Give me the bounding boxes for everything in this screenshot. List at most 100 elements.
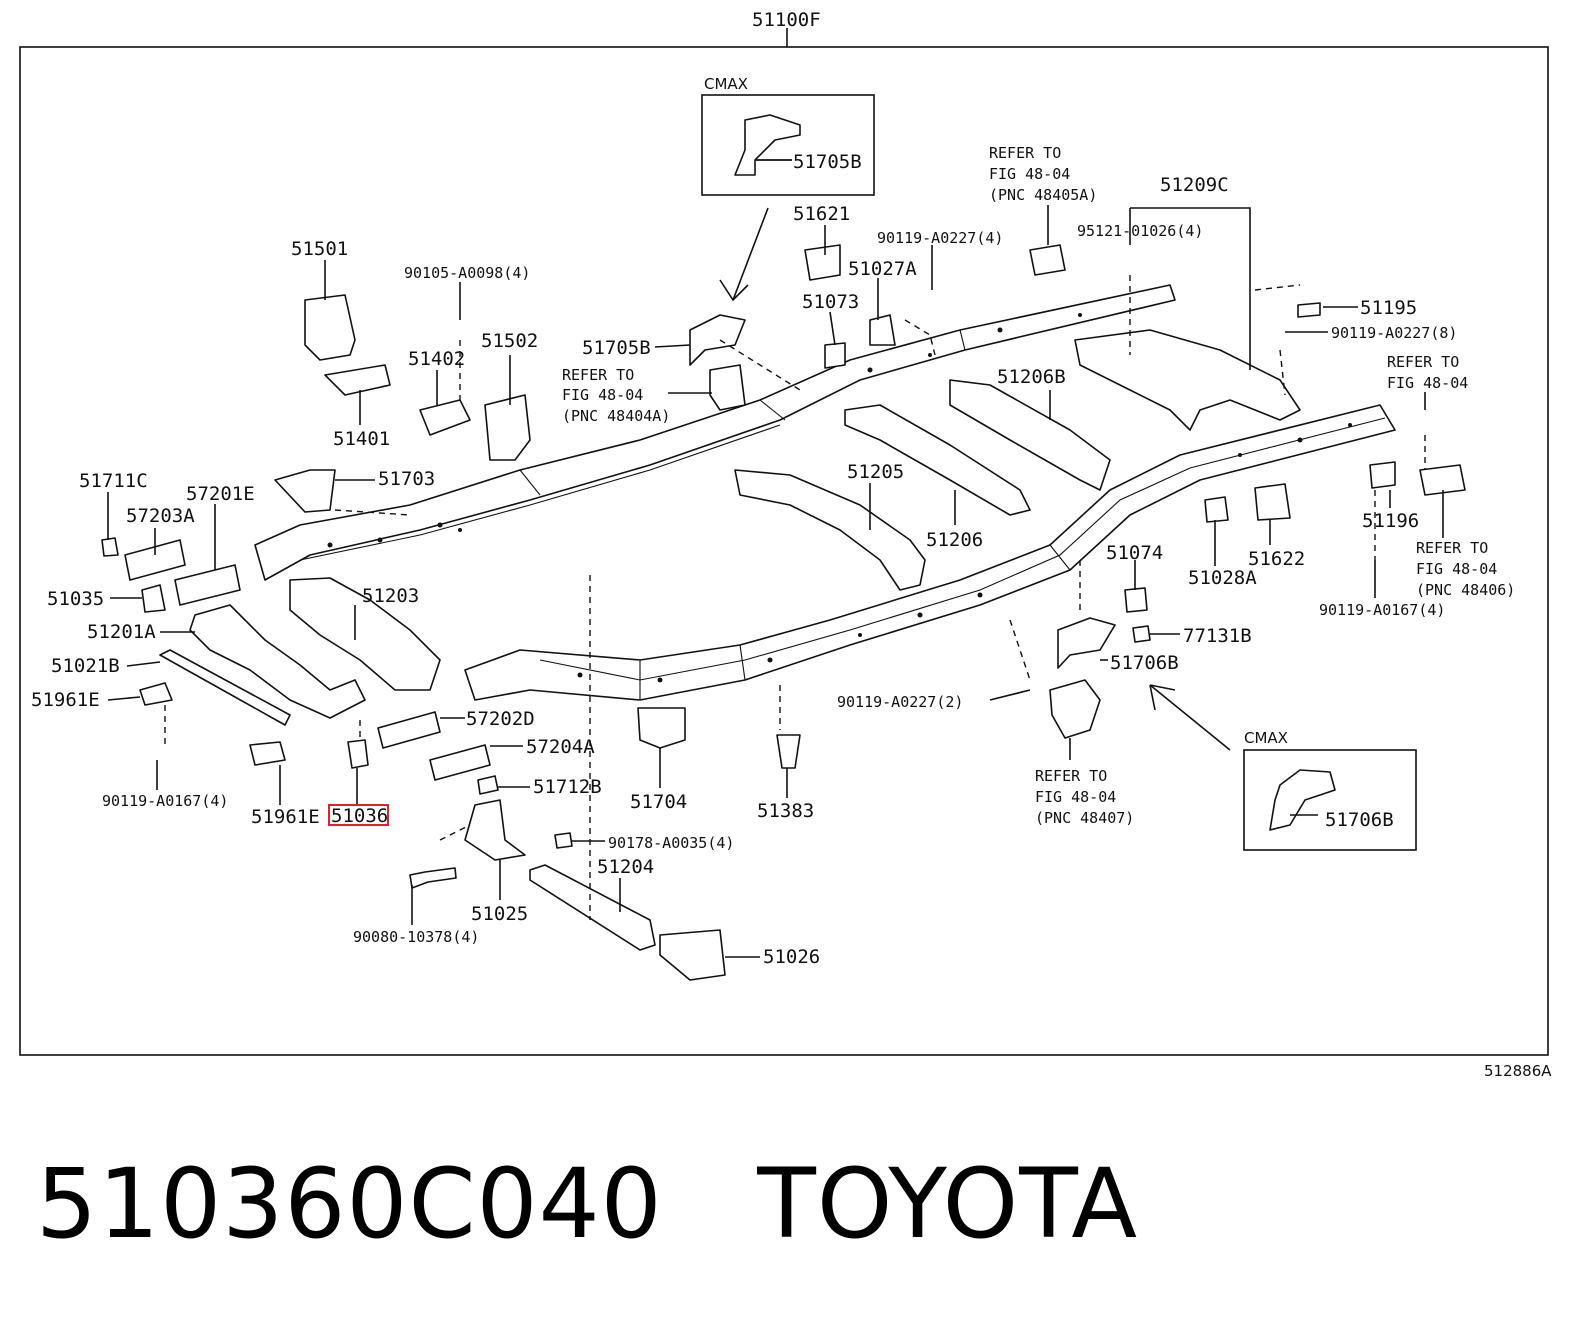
label-51036: 51036 bbox=[331, 805, 388, 827]
part-51025 bbox=[464, 799, 526, 861]
label-90119-a0167-right: 90119-A0167(4) bbox=[1319, 601, 1445, 619]
svg-text:FIG 48-04: FIG 48-04 bbox=[1416, 560, 1497, 578]
label-51705b: 51705B bbox=[582, 337, 651, 359]
svg-text:REFER TO: REFER TO bbox=[1035, 767, 1107, 785]
leader-lines bbox=[107, 159, 1444, 958]
label-51401: 51401 bbox=[333, 428, 390, 450]
part-51712b bbox=[477, 775, 499, 795]
part-77131b bbox=[1132, 625, 1151, 643]
note-refer-48404a: REFER TO FIG 48-04 (PNC 48404A) bbox=[562, 366, 670, 425]
svg-text:REFER TO: REFER TO bbox=[562, 366, 634, 384]
svg-text:FIG 48-04: FIG 48-04 bbox=[989, 165, 1070, 183]
part-51074 bbox=[1124, 587, 1148, 613]
part-51035 bbox=[141, 584, 166, 613]
label-51704: 51704 bbox=[630, 791, 687, 813]
part-57203a bbox=[124, 539, 186, 581]
part-51703 bbox=[274, 469, 336, 513]
label-90119-a0167-left: 90119-A0167(4) bbox=[102, 792, 228, 810]
part-57204a bbox=[429, 744, 491, 781]
label-90119-a0227-8: 90119-A0227(8) bbox=[1331, 324, 1457, 342]
label-51383: 51383 bbox=[757, 800, 814, 822]
diagram-border bbox=[19, 46, 1549, 1056]
label-90178-a0035: 90178-A0035(4) bbox=[608, 834, 734, 852]
cmax-bottom-bracket bbox=[1269, 769, 1336, 831]
part-51501 bbox=[304, 294, 356, 361]
note-refer-48405a: REFER TO FIG 48-04 (PNC 48405A) bbox=[989, 144, 1097, 204]
label-51622: 51622 bbox=[1248, 548, 1305, 570]
highlight-box-51036 bbox=[328, 804, 389, 826]
label-51073: 51073 bbox=[802, 291, 859, 313]
part-48407-mount bbox=[1049, 679, 1101, 739]
label-51206b: 51206B bbox=[997, 366, 1066, 388]
label-51961e-left: 51961E bbox=[31, 689, 100, 711]
svg-text:(PNC 48405A): (PNC 48405A) bbox=[989, 186, 1097, 204]
part-caption: 510360C040 TOYOTA bbox=[36, 1148, 1138, 1260]
part-51705b-main bbox=[689, 314, 746, 366]
svg-text:FIG 48-04: FIG 48-04 bbox=[1387, 374, 1468, 392]
label-51206: 51206 bbox=[926, 529, 983, 551]
crossmember-51209c bbox=[1074, 329, 1301, 431]
part-51196 bbox=[1369, 461, 1396, 489]
svg-text:FIG 48-04: FIG 48-04 bbox=[1035, 788, 1116, 806]
label-51501: 51501 bbox=[291, 238, 348, 260]
part-51704 bbox=[637, 707, 686, 749]
part-51502 bbox=[484, 394, 531, 461]
cmax-inset-top bbox=[701, 94, 875, 196]
crossmember-51205 bbox=[734, 469, 926, 591]
note-refer-48407: REFER TO FIG 48-04 (PNC 48407) bbox=[1035, 767, 1134, 827]
label-57203a: 57203A bbox=[126, 505, 195, 527]
assembly-label: 51100F bbox=[752, 9, 821, 31]
label-51961e-bottom: 51961E bbox=[251, 806, 320, 828]
part-51711c bbox=[101, 537, 119, 557]
part-51402 bbox=[419, 399, 471, 436]
label-51706b-inset: 51706B bbox=[1325, 809, 1394, 831]
label-51502: 51502 bbox=[481, 330, 538, 352]
cmax-top-arrow bbox=[719, 207, 769, 302]
part-57201e bbox=[174, 564, 241, 606]
svg-text:REFER TO: REFER TO bbox=[989, 144, 1061, 162]
part-48406-mount bbox=[1419, 464, 1466, 496]
svg-text:(PNC 48406): (PNC 48406) bbox=[1416, 581, 1515, 599]
label-51205: 51205 bbox=[847, 461, 904, 483]
note-refer-48404-right: REFER TO FIG 48-04 bbox=[1387, 353, 1468, 392]
frame-holes bbox=[327, 313, 1352, 683]
label-51712b: 51712B bbox=[533, 776, 602, 798]
part-51621 bbox=[804, 244, 841, 281]
part-51073 bbox=[824, 342, 846, 369]
crossmember-51206 bbox=[844, 404, 1031, 516]
crossmember-51204 bbox=[529, 864, 656, 951]
label-51025: 51025 bbox=[471, 903, 528, 925]
crossmember-51021b bbox=[159, 649, 291, 726]
right-frame-rail bbox=[464, 404, 1396, 701]
label-51021b: 51021B bbox=[51, 655, 120, 677]
part-51028a bbox=[1204, 496, 1229, 523]
part-51961e-left bbox=[139, 682, 173, 706]
dashed-guides bbox=[164, 275, 1426, 920]
part-51401 bbox=[324, 364, 391, 396]
part-48405a-mount bbox=[1029, 244, 1066, 276]
part-51036 bbox=[347, 739, 369, 769]
label-77131b: 77131B bbox=[1183, 625, 1252, 647]
part-51027a bbox=[869, 314, 896, 346]
label-90119-a0227-2: 90119-A0227(2) bbox=[837, 693, 963, 711]
left-frame-rail bbox=[254, 284, 1176, 581]
part-51026 bbox=[659, 929, 726, 981]
label-51711c: 51711C bbox=[79, 470, 148, 492]
label-51074: 51074 bbox=[1106, 542, 1163, 564]
svg-text:(PNC 48407): (PNC 48407) bbox=[1035, 809, 1134, 827]
label-51027a: 51027A bbox=[848, 258, 917, 280]
label-51196: 51196 bbox=[1362, 510, 1419, 532]
part-90080-bolt bbox=[409, 867, 457, 889]
crossmember-51203 bbox=[289, 577, 441, 691]
label-51201a: 51201A bbox=[87, 621, 156, 643]
label-57204a: 57204A bbox=[526, 736, 595, 758]
part-51383 bbox=[776, 734, 801, 769]
figure-code: 512886A bbox=[1484, 1062, 1552, 1080]
label-51706b: 51706B bbox=[1110, 652, 1179, 674]
label-51621: 51621 bbox=[793, 203, 850, 225]
cmax-top-bracket bbox=[734, 114, 801, 176]
part-57202d bbox=[377, 711, 441, 749]
crossmember-51206b bbox=[949, 379, 1111, 491]
label-57201e: 57201E bbox=[186, 483, 255, 505]
